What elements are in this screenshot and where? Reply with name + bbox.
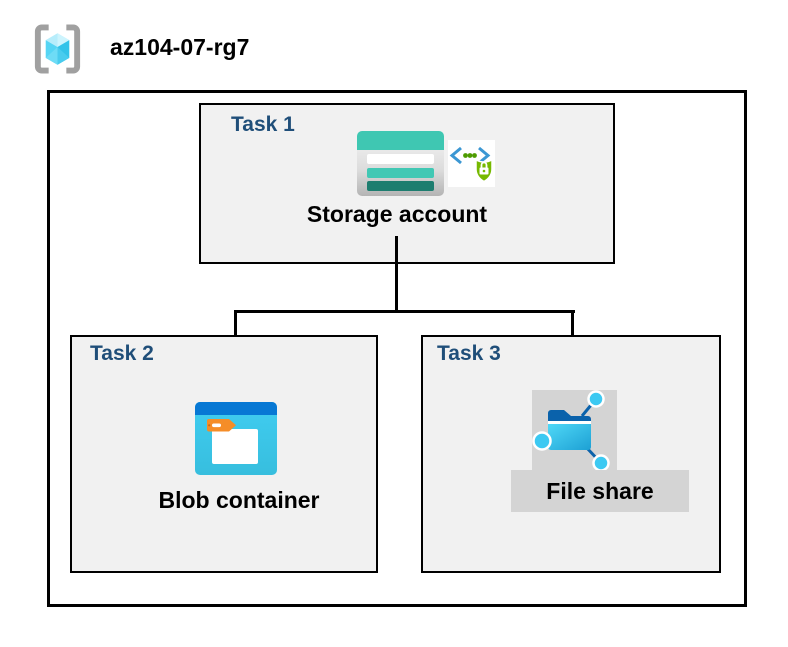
blob-container-icon bbox=[195, 402, 277, 475]
storage-account-icon bbox=[357, 131, 444, 196]
resource-group-icon bbox=[34, 24, 81, 74]
task-2-box: Task 2 Blob container bbox=[70, 335, 378, 573]
task-3-box: Task 3 File share bbox=[421, 335, 721, 573]
blob-container-label: Blob container bbox=[158, 487, 320, 513]
task-3-label: Task 3 bbox=[437, 342, 501, 365]
resource-group-title: az104-07-rg7 bbox=[110, 34, 250, 60]
storage-account-label: Storage account bbox=[306, 201, 488, 227]
task-2-label: Task 2 bbox=[90, 342, 154, 365]
file-share-icon bbox=[532, 390, 610, 472]
file-share-label: File share bbox=[511, 470, 689, 512]
task-1-label: Task 1 bbox=[231, 113, 295, 136]
sas-security-icon bbox=[448, 140, 495, 187]
task-1-box: Task 1 bbox=[199, 103, 615, 264]
connector-storage-stem bbox=[395, 236, 398, 313]
connector-branch bbox=[234, 310, 575, 313]
